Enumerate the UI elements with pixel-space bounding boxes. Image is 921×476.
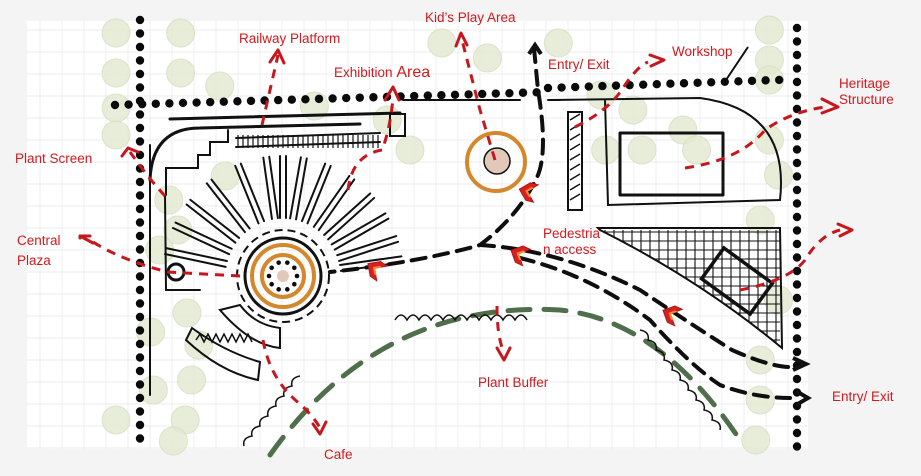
access-marker-icon xyxy=(367,260,389,282)
tree-canopies xyxy=(101,15,793,456)
label-heritage-line2: Structure xyxy=(839,92,894,107)
tree-icon xyxy=(158,426,188,456)
tree-icon xyxy=(627,135,657,165)
tree-icon xyxy=(101,405,131,435)
tree-icon xyxy=(177,365,207,395)
tree-icon xyxy=(543,28,573,58)
tree-icon xyxy=(172,298,202,328)
tree-icon xyxy=(101,120,131,150)
label-exhibition-area: Exhibition Area xyxy=(334,65,430,81)
tree-icon xyxy=(101,58,131,88)
tree-icon xyxy=(764,160,793,190)
access-marker-icon xyxy=(510,245,532,267)
amphitheatre-seating xyxy=(184,303,281,382)
tree-icon xyxy=(754,125,784,155)
tree-icon xyxy=(745,385,775,415)
access-marker-icon xyxy=(662,305,684,327)
pedestrian-access-markers xyxy=(367,182,684,327)
label-railway-platform: Railway Platform xyxy=(239,31,341,46)
tree-icon xyxy=(395,135,425,165)
tree-icon xyxy=(427,28,457,58)
tree-icon xyxy=(754,15,784,45)
tree-icon xyxy=(372,105,402,135)
label-exhibition: Exhibition xyxy=(334,65,393,80)
kids-play-area xyxy=(465,131,527,193)
annotation-leaders xyxy=(78,31,854,436)
tree-icon xyxy=(166,58,196,88)
label-workshop: Workshop xyxy=(672,44,733,59)
label-heritage-line1: Heritage xyxy=(839,76,891,91)
label-entry-exit-top: Entry/ Exit xyxy=(548,57,610,72)
tree-icon xyxy=(682,135,712,165)
tree-icon xyxy=(618,95,648,125)
railway-building-outline xyxy=(148,111,406,396)
tree-icon xyxy=(138,375,168,405)
label-area: Area xyxy=(396,64,431,81)
tree-icon xyxy=(166,18,196,48)
railway-platform-tracks xyxy=(235,132,381,148)
label-cafe: Cafe xyxy=(324,447,353,462)
label-entry-exit-right: Entry/ Exit xyxy=(832,389,894,404)
label-plant-screen: Plant Screen xyxy=(15,151,93,166)
tree-icon xyxy=(205,71,235,101)
tree-icon xyxy=(668,115,698,145)
tree-icon xyxy=(101,18,131,48)
pedestrian-routes xyxy=(328,41,812,407)
tree-icon xyxy=(586,80,616,110)
label-plant-buffer: Plant Buffer xyxy=(478,375,549,390)
exhibition-radial-lines xyxy=(163,155,404,272)
label-pedestrian-line2: n access xyxy=(543,242,597,257)
label-pedestrian-line1: Pedestria xyxy=(543,226,601,241)
tree-icon xyxy=(741,425,771,455)
tree-icon xyxy=(472,43,502,73)
workshop-building xyxy=(402,96,782,211)
label-central-line1: Central xyxy=(17,233,61,248)
plant-buffer xyxy=(242,306,743,458)
label-kids-play-area: Kid’s Play Area xyxy=(425,10,516,25)
label-central-line2: Plaza xyxy=(17,253,51,268)
site-boundary-dotted xyxy=(110,15,802,451)
access-marker-icon xyxy=(518,182,540,204)
